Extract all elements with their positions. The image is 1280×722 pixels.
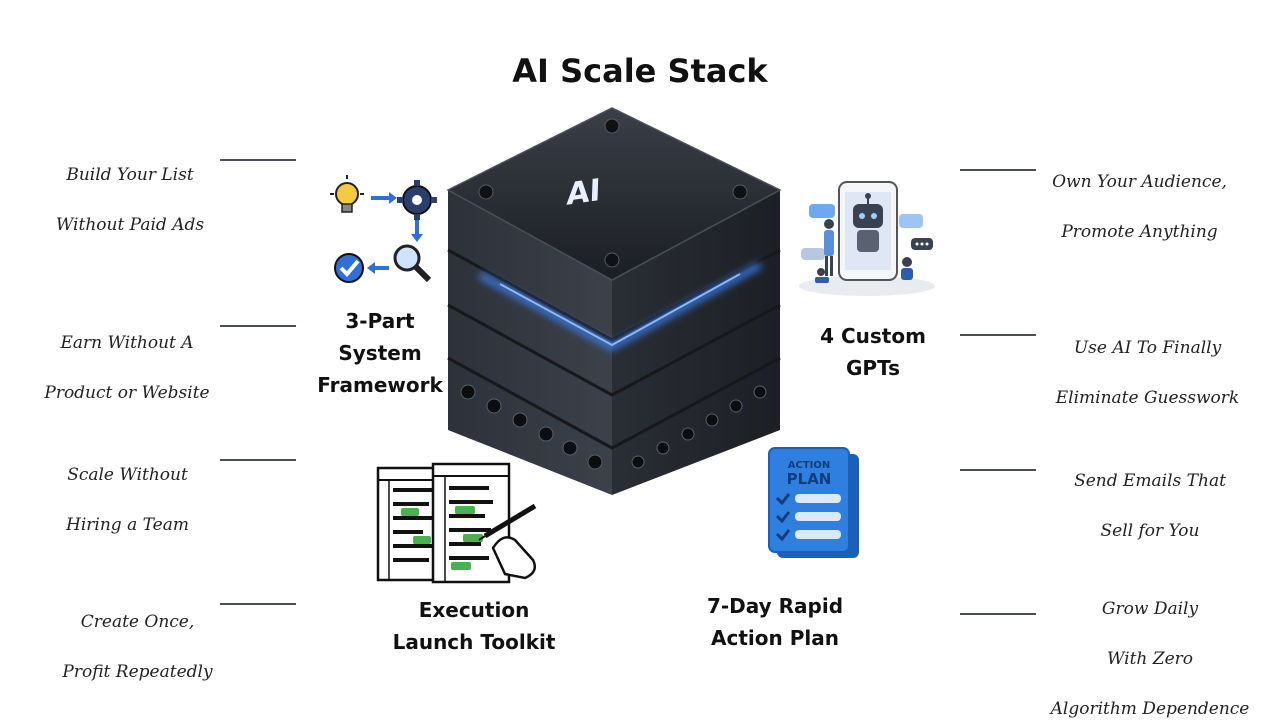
benefit-line: Profit Repeatedly bbox=[62, 662, 213, 682]
component-action-plan-label: 7-Day Rapid Action Plan bbox=[690, 590, 860, 654]
checklist-row bbox=[775, 529, 841, 542]
person-sitting-icon bbox=[901, 257, 913, 280]
checklist-row bbox=[775, 511, 841, 524]
component-line: Framework bbox=[317, 373, 443, 397]
benefit-scale-without-team: Scale Without Hiring a Team bbox=[30, 438, 225, 538]
component-line: Action Plan bbox=[711, 626, 839, 650]
benefit-line: Use AI To Finally bbox=[1073, 338, 1222, 358]
connector-line bbox=[220, 603, 296, 605]
connector-line bbox=[960, 469, 1036, 471]
benefit-line: Create Once, bbox=[80, 612, 195, 632]
ai-cube-device-icon: AI bbox=[446, 107, 782, 495]
benefit-grow-daily: Grow Daily With Zero Algorithm Dependenc… bbox=[1036, 572, 1264, 722]
magnifier-icon bbox=[393, 244, 432, 283]
component-gpts-label: 4 Custom GPTs bbox=[798, 320, 948, 384]
component-line: GPTs bbox=[846, 356, 900, 380]
benefit-line: Product or Website bbox=[44, 383, 210, 403]
benefit-create-once: Create Once, Profit Repeatedly bbox=[40, 585, 235, 685]
component-line: Execution bbox=[418, 598, 530, 622]
connector-line bbox=[220, 159, 296, 161]
component-framework-label: 3-Part System Framework bbox=[305, 305, 455, 401]
person-icon bbox=[824, 219, 834, 276]
connector-line bbox=[960, 613, 1036, 615]
person-sitting-icon bbox=[815, 268, 829, 283]
connector-line bbox=[960, 169, 1036, 171]
component-line: 4 Custom bbox=[820, 324, 926, 348]
benefit-line: Grow Daily bbox=[1101, 599, 1199, 619]
action-plan-icon-text: PLAN bbox=[787, 470, 832, 488]
component-line: 7-Day Rapid bbox=[706, 594, 844, 618]
benefit-line: Promote Anything bbox=[1061, 222, 1218, 242]
benefit-line: With Zero bbox=[1106, 649, 1194, 669]
benefit-line: Send Emails That bbox=[1074, 471, 1226, 491]
component-toolkit-label: Execution Launch Toolkit bbox=[384, 594, 564, 658]
benefit-line: Earn Without A bbox=[60, 333, 194, 353]
benefit-line: Own Your Audience, bbox=[1052, 172, 1227, 192]
benefit-line: Sell for You bbox=[1100, 521, 1200, 541]
benefit-line: Eliminate Guesswork bbox=[1055, 388, 1240, 408]
benefit-line: Algorithm Dependence bbox=[1050, 699, 1250, 719]
benefit-earn-without-product: Earn Without A Product or Website bbox=[22, 306, 232, 406]
benefit-send-emails: Send Emails That Sell for You bbox=[1055, 444, 1245, 544]
component-line: 3-Part bbox=[345, 309, 415, 333]
benefit-own-audience: Own Your Audience, Promote Anything bbox=[1032, 145, 1247, 245]
hand-pen-icon bbox=[478, 503, 537, 580]
custom-gpts-chatbot-icon bbox=[799, 181, 935, 296]
checklist-row bbox=[775, 493, 841, 506]
launch-toolkit-checklist-icon bbox=[376, 462, 537, 584]
connector-line bbox=[960, 334, 1036, 336]
robot-icon bbox=[853, 193, 883, 252]
connector-line bbox=[220, 325, 296, 327]
action-plan-icon-text: ACTION bbox=[788, 460, 831, 471]
checkmark-badge-icon bbox=[334, 253, 364, 283]
benefit-eliminate-guesswork: Use AI To Finally Eliminate Guesswork bbox=[1040, 311, 1255, 411]
component-line: System bbox=[338, 341, 422, 365]
benefit-line: Hiring a Team bbox=[66, 515, 189, 535]
lightbulb-icon bbox=[330, 175, 364, 213]
component-line: Launch Toolkit bbox=[392, 630, 556, 654]
connector-line bbox=[220, 459, 296, 461]
framework-process-icon bbox=[330, 175, 437, 283]
benefit-line: Without Paid Ads bbox=[55, 215, 205, 235]
benefit-line: Scale Without bbox=[67, 465, 188, 485]
benefit-line: Build Your List bbox=[66, 165, 194, 185]
action-plan-clipboard-icon: ACTION PLAN bbox=[768, 447, 859, 558]
diagram-title: AI Scale Stack bbox=[512, 52, 768, 90]
gear-icon bbox=[397, 180, 437, 220]
cube-ai-label: AI bbox=[566, 173, 601, 213]
benefit-build-list: Build Your List Without Paid Ads bbox=[30, 138, 230, 238]
